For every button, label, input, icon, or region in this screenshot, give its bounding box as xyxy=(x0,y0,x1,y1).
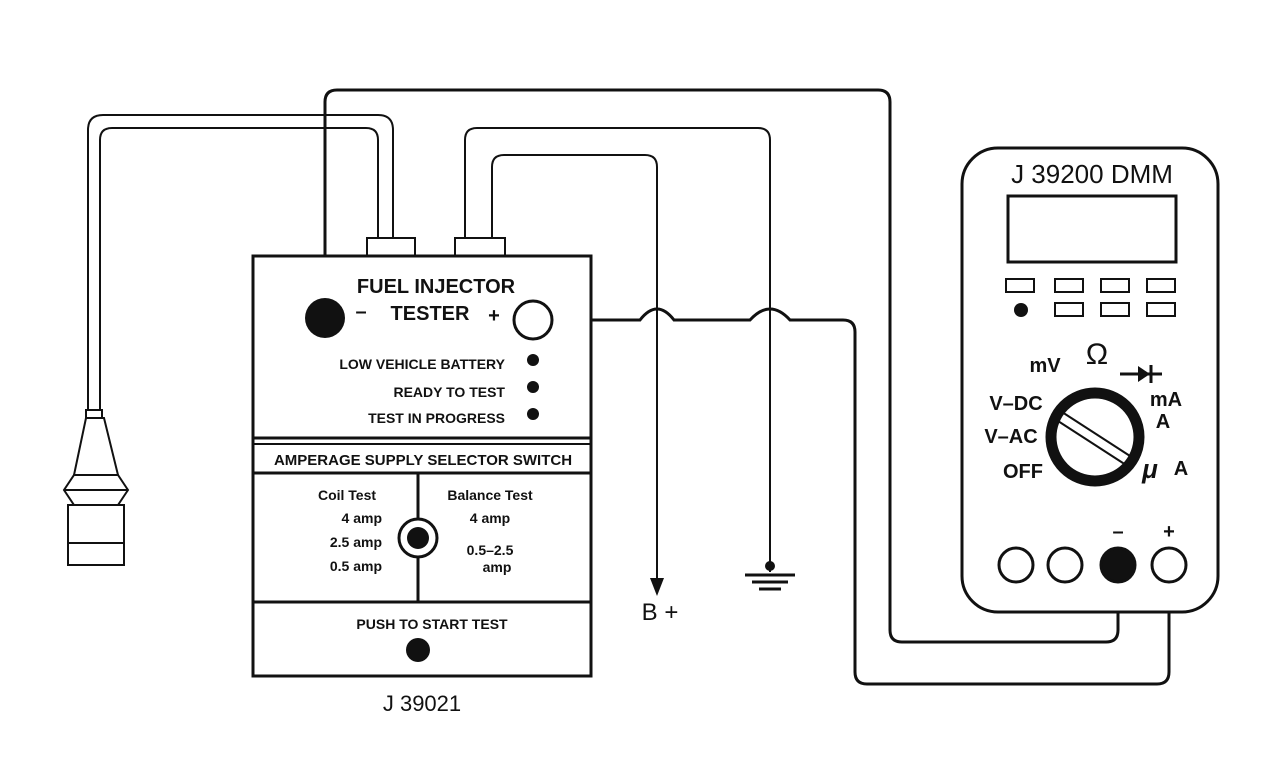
wiring xyxy=(87,88,1171,686)
dmm-button[interactable] xyxy=(1146,302,1176,317)
tester-model-label: J 39021 xyxy=(383,691,461,716)
battery-arrow xyxy=(650,578,664,596)
tester-power-cable-inner xyxy=(491,154,658,585)
dial-label-a: A xyxy=(1156,411,1170,433)
tester-plus-jack[interactable] xyxy=(512,299,554,341)
amperage-selector-knob[interactable] xyxy=(397,517,439,559)
balance-test-heading: Balance Test xyxy=(447,487,533,503)
balance-option-range: 0.5–2.5 xyxy=(467,542,514,558)
dial-label-vdc: V–DC xyxy=(989,393,1042,415)
tester-power-port xyxy=(454,237,506,257)
dmm-button-grid xyxy=(1005,278,1176,317)
ground-symbol xyxy=(745,561,795,591)
injector-harness-wire-inner xyxy=(99,127,379,410)
tester-plus-to-dmm-plus-wire xyxy=(552,307,1171,686)
coil-option-0-5amp: 0.5 amp xyxy=(330,558,382,574)
indicator-label-ready: READY TO TEST xyxy=(393,384,505,400)
dmm-button[interactable] xyxy=(1100,278,1130,293)
dmm-terminal[interactable] xyxy=(997,546,1035,584)
dmm-button[interactable] xyxy=(1146,278,1176,293)
indicator-led-low-battery xyxy=(527,354,539,366)
indicator-label-low-battery: LOW VEHICLE BATTERY xyxy=(339,356,505,372)
tester-harness-port xyxy=(366,237,416,257)
dial-label-mv: mV xyxy=(1029,355,1061,377)
battery-positive-label: B + xyxy=(642,599,679,626)
push-to-start-button[interactable] xyxy=(406,638,430,662)
dmm-display xyxy=(1006,194,1178,264)
coil-option-4amp: 4 amp xyxy=(342,510,382,526)
tester-minus-label: – xyxy=(355,301,366,323)
dmm-plus-terminal-label: + xyxy=(1163,521,1175,543)
injector-connector xyxy=(62,409,130,566)
dmm-button[interactable] xyxy=(1054,302,1084,317)
dmm-model-label: J 39200 DMM xyxy=(1011,159,1173,189)
balance-option-4amp: 4 amp xyxy=(470,510,510,526)
dial-label-off: OFF xyxy=(1003,461,1043,483)
dial-label-micro: μ xyxy=(1141,454,1158,484)
digital-multimeter: J 39200 DMM mV Ω V–DC V–AC OFF mA A μ A xyxy=(960,146,1220,614)
diode-icon xyxy=(1120,365,1162,383)
dmm-button[interactable] xyxy=(1054,278,1084,293)
tester-plus-label: + xyxy=(488,305,500,327)
dmm-rotary-dial[interactable] xyxy=(1045,387,1145,487)
dmm-plus-terminal[interactable] xyxy=(1150,546,1188,584)
tester-power-cable-outer xyxy=(464,127,771,572)
tester-minus-jack[interactable] xyxy=(305,298,345,338)
dmm-minus-terminal[interactable] xyxy=(1099,546,1137,584)
dmm-button[interactable] xyxy=(1005,278,1035,293)
indicator-led-ready xyxy=(527,381,539,393)
dial-label-ohm: Ω xyxy=(1086,338,1108,371)
dial-label-ma: mA xyxy=(1150,389,1182,411)
indicator-led-in-progress xyxy=(527,408,539,420)
dmm-minus-terminal-label: – xyxy=(1112,521,1123,543)
balance-option-range-unit: amp xyxy=(483,559,512,575)
switch-section-title: AMPERAGE SUPPLY SELECTOR SWITCH xyxy=(274,452,572,469)
coil-option-2-5amp: 2.5 amp xyxy=(330,534,382,550)
tester-title-line2: TESTER xyxy=(391,303,470,325)
dmm-body xyxy=(960,146,1220,614)
injector-harness-wire-outer xyxy=(87,114,394,410)
tester-minus-to-dmm-minus-wire xyxy=(323,88,1120,644)
dial-label-vac: V–AC xyxy=(984,426,1037,448)
indicator-label-in-progress: TEST IN PROGRESS xyxy=(368,410,505,426)
dial-label-micro-a: A xyxy=(1174,458,1188,480)
dmm-terminal[interactable] xyxy=(1046,546,1084,584)
fuel-injector-tester: FUEL INJECTOR TESTER – + LOW VEHICLE BAT… xyxy=(251,237,593,716)
dmm-button[interactable] xyxy=(1100,302,1130,317)
push-to-start-label: PUSH TO START TEST xyxy=(356,616,508,632)
tester-title-line1: FUEL INJECTOR xyxy=(357,276,516,298)
coil-test-heading: Coil Test xyxy=(318,487,376,503)
dmm-power-dot xyxy=(1014,303,1028,317)
